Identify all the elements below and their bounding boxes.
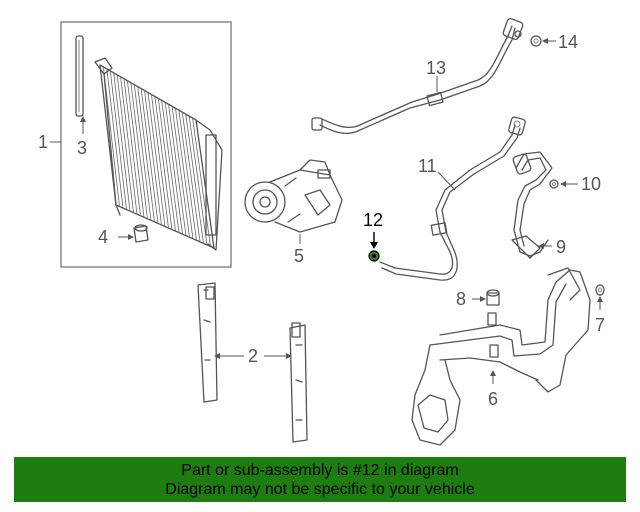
callout-9: 9: [556, 237, 566, 257]
receiver-drier: [75, 35, 84, 117]
o-ring-14: [530, 35, 542, 47]
left-bracket: [197, 282, 218, 403]
footer-line-1: Part or sub-assembly is #12 in diagram: [181, 461, 459, 479]
right-bracket: [289, 322, 308, 443]
callout-12: 12: [363, 210, 383, 230]
callout-10: 10: [581, 174, 601, 194]
callout-5: 5: [294, 246, 304, 266]
o-ring-10: [549, 179, 559, 189]
suction-line-assembly: [411, 267, 591, 446]
callout-11: 11: [418, 156, 437, 176]
cap-8: [486, 289, 500, 306]
footer-banner: Part or sub-assembly is #12 in diagram D…: [14, 457, 626, 502]
callout-13: 13: [426, 58, 446, 78]
callout-14: 14: [558, 32, 578, 52]
callout-4: 4: [98, 227, 108, 247]
callout-1: 1: [38, 132, 48, 152]
suction-hose: [511, 151, 553, 259]
callout-7: 7: [595, 315, 605, 335]
callout-2: 2: [248, 346, 258, 366]
compressor: [244, 159, 343, 233]
plug-part: [133, 224, 149, 243]
callout-3: 3: [77, 138, 87, 158]
callout-8: 8: [456, 289, 466, 309]
footer-line-2: Diagram may not be specific to your vehi…: [165, 480, 475, 498]
callout-6: 6: [488, 389, 498, 409]
condenser-assembly-group: 1 3 4: [38, 21, 232, 268]
liquid-line: [379, 116, 526, 281]
condenser-core: [94, 57, 223, 251]
o-ring-12: [368, 250, 380, 262]
discharge-line: [311, 18, 524, 134]
o-ring-7: [595, 284, 605, 296]
